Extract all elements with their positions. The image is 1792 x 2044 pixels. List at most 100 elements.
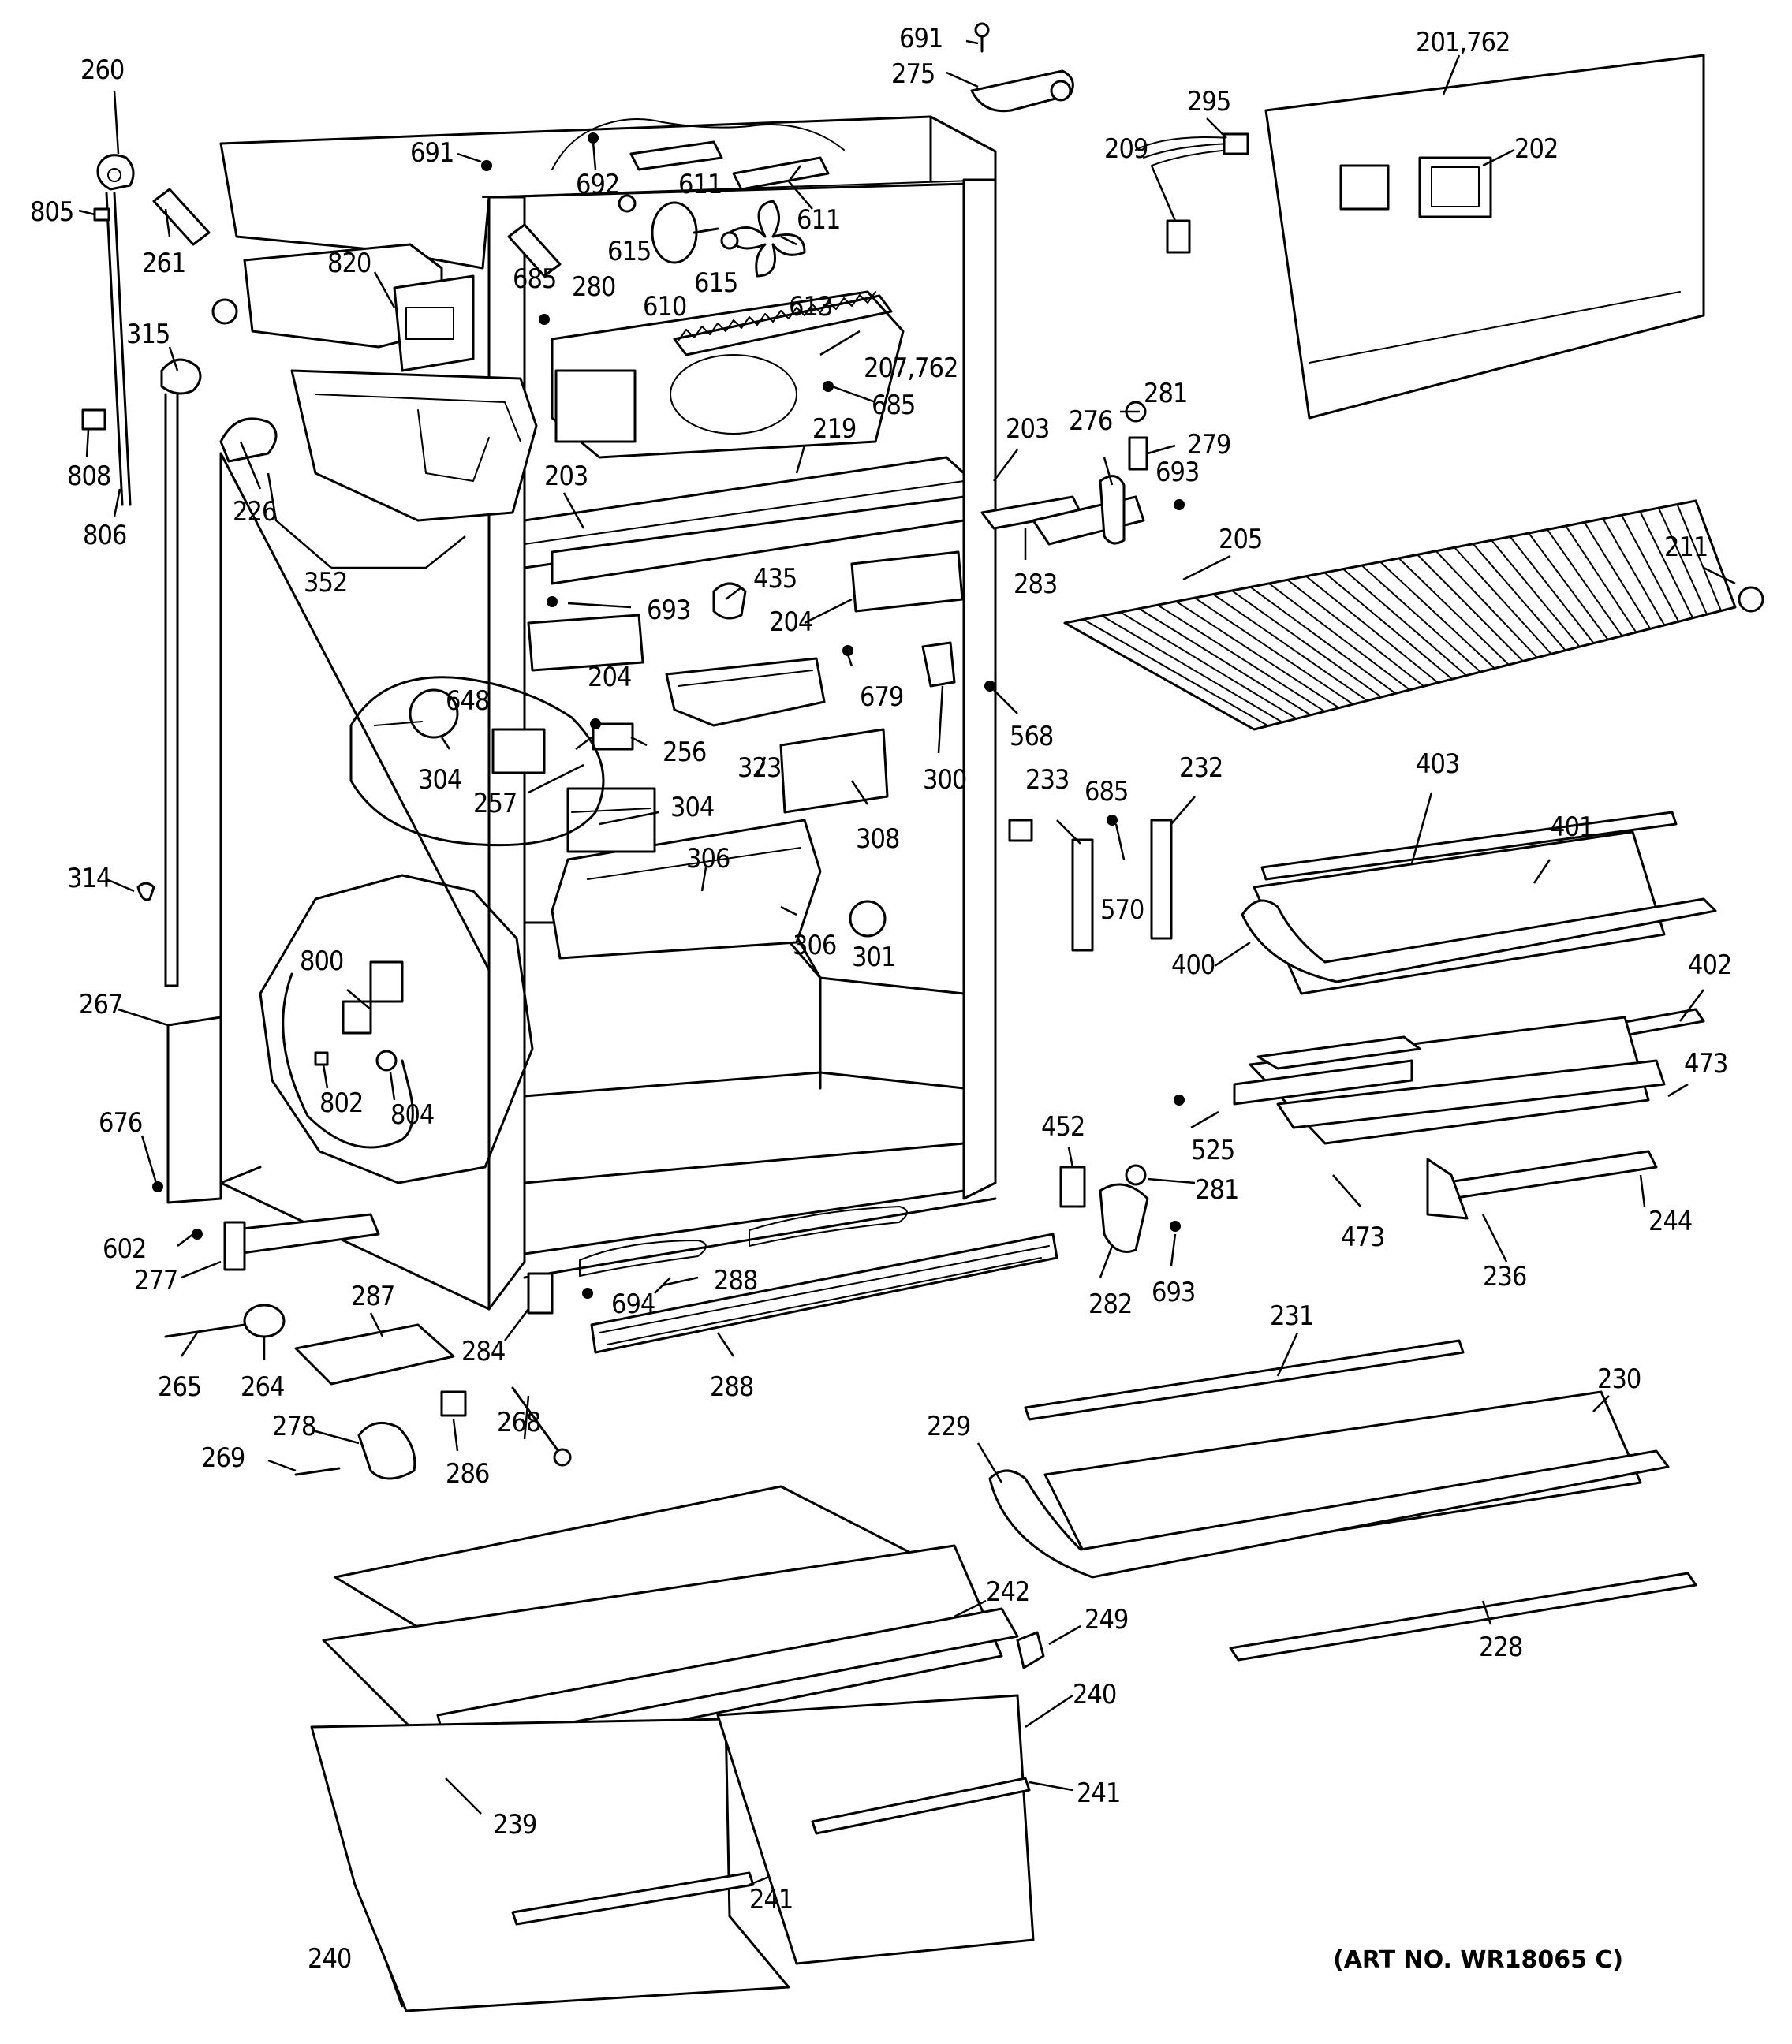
part-452	[1059, 1166, 1086, 1208]
callout-694: 694	[611, 1289, 655, 1320]
callout-602: 602	[103, 1233, 146, 1265]
callout-613: 613	[789, 291, 832, 323]
callout-611: 611	[678, 169, 722, 200]
callout-693: 693	[1152, 1277, 1195, 1308]
shelf-wire	[1064, 622, 1255, 730]
callout-323: 323	[737, 752, 781, 784]
shelf-wire	[1695, 500, 1736, 608]
callout-401: 401	[1550, 811, 1593, 843]
shelf-wire	[1509, 535, 1595, 644]
callout-261: 261	[142, 248, 185, 279]
callout-679: 679	[860, 681, 903, 713]
pad-808	[81, 408, 106, 431]
callout-203: 203	[1006, 413, 1049, 445]
callout-281: 281	[1144, 378, 1187, 409]
callout-806: 806	[83, 520, 126, 551]
callout-685: 685	[1085, 776, 1128, 808]
callout-288: 288	[710, 1371, 753, 1403]
shelf-wire	[1305, 575, 1439, 684]
callout-277: 277	[134, 1265, 177, 1296]
screws	[152, 132, 1185, 1299]
callout-209: 209	[1104, 133, 1148, 165]
control-assembly	[527, 550, 964, 960]
defrost-timer-cutaway	[349, 676, 605, 847]
wire-shelf-205	[1063, 499, 1764, 731]
callout-256: 256	[663, 737, 706, 768]
callout-804: 804	[390, 1099, 434, 1131]
callout-268: 268	[497, 1407, 540, 1438]
callout-275: 275	[891, 58, 935, 90]
door-liner-201	[1264, 54, 1705, 420]
callout-301: 301	[852, 942, 895, 973]
callout-473: 473	[1684, 1048, 1727, 1080]
clip-314	[136, 882, 155, 901]
callout-685: 685	[872, 390, 915, 421]
callout-232: 232	[1179, 752, 1223, 784]
callout-693: 693	[1155, 457, 1199, 488]
callout-308: 308	[856, 823, 899, 855]
shelf-wire	[1267, 582, 1411, 691]
shelf-wire	[1528, 532, 1609, 641]
callout-236: 236	[1483, 1261, 1526, 1292]
callout-267: 267	[79, 989, 122, 1020]
callout-802: 802	[319, 1087, 363, 1119]
callout-284: 284	[461, 1336, 505, 1367]
bracket-282	[1099, 1183, 1149, 1253]
callout-240: 240	[308, 1943, 351, 1975]
callout-525: 525	[1191, 1135, 1234, 1166]
callout-257: 257	[473, 788, 517, 819]
callout-691: 691	[899, 23, 943, 54]
callout-204: 204	[769, 606, 812, 638]
callout-314: 314	[67, 863, 110, 894]
callout-693: 693	[647, 595, 690, 626]
callout-240: 240	[1073, 1679, 1116, 1710]
callout-202: 202	[1514, 133, 1558, 165]
callout-241: 241	[749, 1884, 793, 1915]
part-284	[527, 1272, 554, 1315]
callout-211: 211	[1664, 532, 1708, 563]
crisper-cover-236	[1233, 1016, 1666, 1220]
water-fitting	[96, 154, 135, 191]
callout-685: 685	[513, 263, 556, 295]
callout-249: 249	[1085, 1604, 1128, 1636]
shelf-wire	[1361, 565, 1482, 673]
shelf-wire	[1454, 546, 1552, 655]
callout-400: 400	[1171, 949, 1215, 981]
callout-276: 276	[1069, 405, 1112, 437]
callout-282: 282	[1088, 1289, 1132, 1320]
ice-maker-assembly	[211, 243, 538, 522]
art-number: (ART NO. WR18065 C)	[1333, 1946, 1623, 1974]
shelf-wire	[1398, 557, 1510, 666]
callout-264: 264	[241, 1371, 284, 1403]
callout-287: 287	[351, 1281, 394, 1312]
callout-226: 226	[233, 496, 276, 528]
callout-230: 230	[1597, 1363, 1641, 1395]
shelf-wire	[1230, 589, 1383, 698]
callout-201-762: 201,762	[1416, 27, 1510, 58]
callout-306: 306	[793, 930, 836, 961]
shelf-wire	[1212, 593, 1368, 702]
callout-244: 244	[1648, 1206, 1692, 1237]
callout-402: 402	[1688, 949, 1731, 981]
shelf-wire	[1657, 507, 1708, 616]
callout-295: 295	[1187, 86, 1230, 117]
shelf-wire	[1193, 597, 1354, 706]
callout-229: 229	[927, 1411, 970, 1442]
callout-280: 280	[572, 271, 615, 303]
callout-286: 286	[446, 1458, 489, 1490]
callout-473: 473	[1341, 1222, 1384, 1253]
lower-glass-shelf-230	[988, 1339, 1697, 1662]
callout-808: 808	[67, 461, 110, 492]
panel-267	[166, 1016, 222, 1204]
callout-676: 676	[99, 1107, 142, 1139]
callout-352: 352	[304, 567, 347, 599]
callout-306: 306	[686, 843, 730, 875]
toe-grille-288	[590, 1233, 1058, 1354]
callout-204: 204	[588, 662, 631, 693]
cabinet-body	[219, 115, 997, 1311]
callout-800: 800	[300, 946, 343, 977]
shelf-supports	[1008, 819, 1173, 952]
shelf-wire	[1546, 528, 1623, 637]
callout-239: 239	[493, 1809, 536, 1841]
